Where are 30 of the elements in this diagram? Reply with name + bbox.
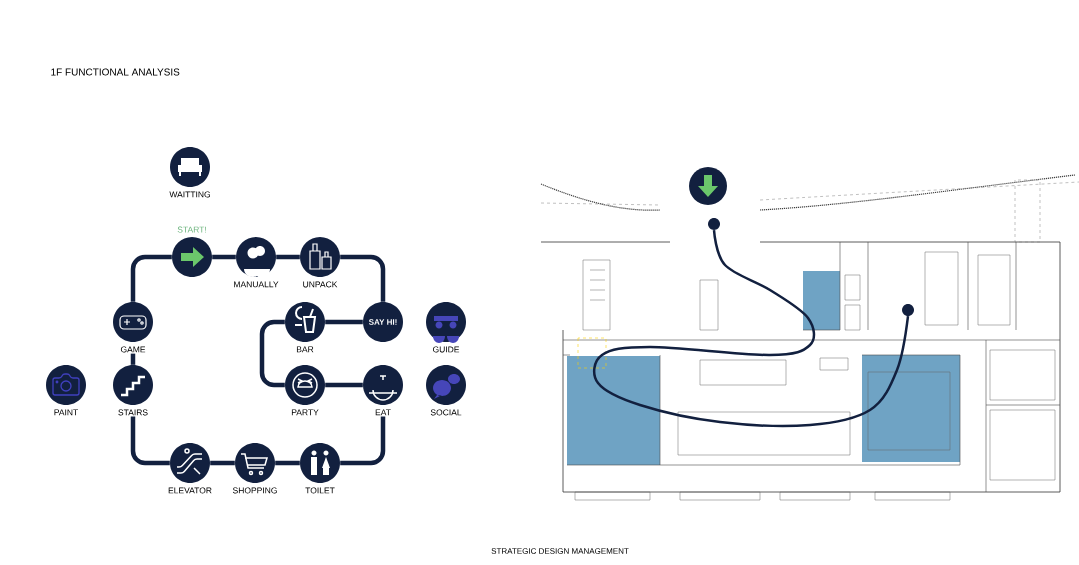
step-label: ELEVATOR [167, 486, 213, 495]
circle-badge: SAY HI! [363, 302, 403, 342]
path-line [130, 416, 170, 466]
step-label: GUIDE [431, 345, 461, 354]
step-label: MANUALLY [232, 280, 280, 289]
step-label: UNPACK [301, 280, 339, 289]
step-label: SHOPPING [231, 486, 279, 495]
path-line [276, 254, 300, 260]
step-label: PARTY [290, 408, 320, 417]
step-label: GAME [119, 345, 147, 354]
step-label: START! [176, 225, 208, 234]
step-label: SOCIAL [429, 408, 463, 417]
path-line [130, 254, 172, 302]
path-line [340, 416, 386, 466]
footer-text: STRATEGIC DESIGN MANAGEMENT [491, 548, 629, 554]
step-label: BAR [295, 345, 315, 354]
path-line [325, 382, 363, 388]
path-line [275, 460, 300, 466]
path-line [130, 353, 136, 365]
step-label: PAINT [52, 408, 80, 417]
step-label: STAIRS [116, 408, 150, 417]
path-line [325, 319, 363, 325]
heading: 1F FUNCTIONAL ANALYSIS [51, 68, 180, 76]
path-line [210, 460, 235, 466]
route-line [593, 230, 910, 428]
step-label: EAT [374, 408, 392, 417]
path-line [340, 254, 386, 302]
step-label: WAITTING [168, 190, 212, 199]
path-line [212, 254, 236, 260]
step-label: TOILET [304, 486, 336, 495]
